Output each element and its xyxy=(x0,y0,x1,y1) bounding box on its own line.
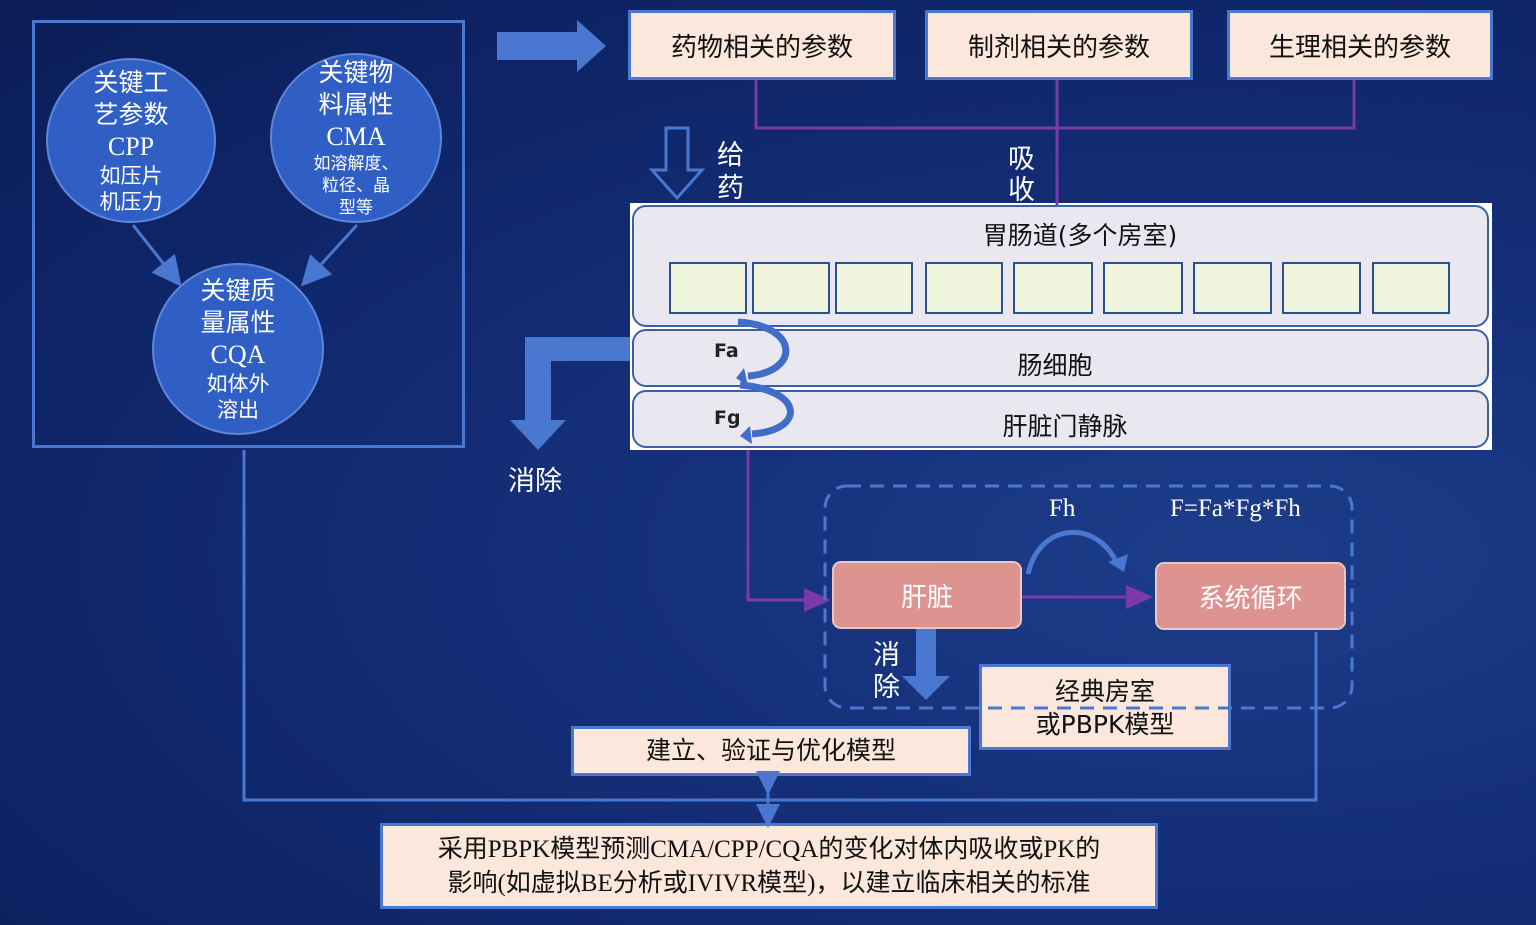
build-model-label: 建立、验证与优化模型 xyxy=(645,736,896,765)
gi-compartment xyxy=(835,262,913,314)
cma-example2: 粒径、晶 xyxy=(322,176,390,196)
portal-vein-label: 肝脏门静脉 xyxy=(1002,412,1128,441)
cqa-circle: 关键质 量属性 CQA 如体外 溶出 xyxy=(152,263,324,435)
fh-label: Fh xyxy=(1049,495,1076,522)
gi-compartment xyxy=(1103,262,1183,314)
gi-compartment xyxy=(1013,262,1093,314)
gi-compartment xyxy=(1282,262,1361,314)
dosing-arrow xyxy=(648,126,706,201)
drug-params-label: 药物相关的参数 xyxy=(670,32,853,63)
drug-params-box: 药物相关的参数 xyxy=(628,10,896,80)
cpp-line1: 关键工 xyxy=(93,67,169,97)
fh-curve-arrow xyxy=(1025,529,1121,575)
cqa-line1: 关键质 xyxy=(200,276,276,305)
conclusion-box: 采用PBPK模型预测CMA/CPP/CQA的变化对体内吸收或PK的 影响(如虚拟… xyxy=(380,823,1158,909)
model-type-line2: 或PBPK模型 xyxy=(1035,710,1175,739)
absorption-label-line2: 收 xyxy=(1008,175,1035,206)
cpp-line2: 艺参数 xyxy=(93,99,169,129)
model-type-line1: 经典房室 xyxy=(1054,677,1155,706)
physiology-params-label: 生理相关的参数 xyxy=(1268,32,1451,63)
dosing-label-line1: 给 xyxy=(717,140,744,171)
cpp-abbr: CPP xyxy=(107,131,155,161)
cqa-example2: 溶出 xyxy=(217,398,259,422)
fg-label: Fg xyxy=(714,407,741,429)
gi-compartment xyxy=(925,262,1003,314)
liver-elimination-arrow xyxy=(902,629,950,700)
gut-elimination-arrow xyxy=(510,337,630,450)
liver-box: 肝脏 xyxy=(832,561,1022,629)
fa-label: Fa xyxy=(714,340,739,362)
gi-compartment xyxy=(752,262,830,314)
cqa-abbr: CQA xyxy=(210,340,266,369)
cma-circle: 关键物 料属性 CMA 如溶解度、 粒径、晶 型等 xyxy=(270,53,442,223)
cpp-circle: 关键工 艺参数 CPP 如压片 机压力 xyxy=(46,58,216,223)
formulation-params-label: 制剂相关的参数 xyxy=(967,32,1150,63)
params-bracket xyxy=(754,80,1356,130)
elimination-liver-line2: 除 xyxy=(873,672,900,703)
cqa-line2: 量属性 xyxy=(200,308,276,337)
panel-to-params-arrow xyxy=(497,20,606,72)
gi-tract-title: 胃肠道(多个房室) xyxy=(982,221,1178,250)
cqa-example1: 如体外 xyxy=(206,372,270,396)
enterocyte-label: 肠细胞 xyxy=(1017,351,1093,380)
dosing-label-line2: 药 xyxy=(717,173,744,204)
model-type-box: 经典房室 或PBPK模型 xyxy=(979,664,1231,750)
build-model-box: 建立、验证与优化模型 xyxy=(571,726,971,776)
absorption-label-line1: 吸 xyxy=(1008,144,1035,175)
cpp-example2: 机压力 xyxy=(99,189,163,214)
formulation-params-box: 制剂相关的参数 xyxy=(925,10,1193,80)
gi-compartment xyxy=(1193,262,1272,314)
left-panel-frame xyxy=(32,20,465,448)
elimination-left-label: 消除 xyxy=(508,466,562,497)
cma-line2: 料属性 xyxy=(318,90,394,119)
bioavailability-formula: F=Fa*Fg*Fh xyxy=(1170,495,1301,522)
systemic-circulation-box: 系统循环 xyxy=(1155,562,1346,630)
conclusion-line1: 采用PBPK模型预测CMA/CPP/CQA的变化对体内吸收或PK的 xyxy=(437,836,1101,863)
gi-compartment xyxy=(669,262,747,314)
physiology-params-box: 生理相关的参数 xyxy=(1227,10,1493,80)
portal-to-liver-line xyxy=(746,450,831,612)
gi-compartment xyxy=(1372,262,1450,314)
cma-abbr: CMA xyxy=(326,122,386,151)
systemic-circulation-label: 系统循环 xyxy=(1198,583,1303,614)
liver-label: 肝脏 xyxy=(900,582,953,613)
cma-line1: 关键物 xyxy=(318,58,394,87)
cma-example1: 如溶解度、 xyxy=(313,154,399,174)
cpp-example1: 如压片 xyxy=(99,163,163,188)
conclusion-line2: 影响(如虚拟BE分析或IVIVR模型)，以建立临床相关的标准 xyxy=(447,870,1091,897)
cma-example3: 型等 xyxy=(339,198,373,218)
